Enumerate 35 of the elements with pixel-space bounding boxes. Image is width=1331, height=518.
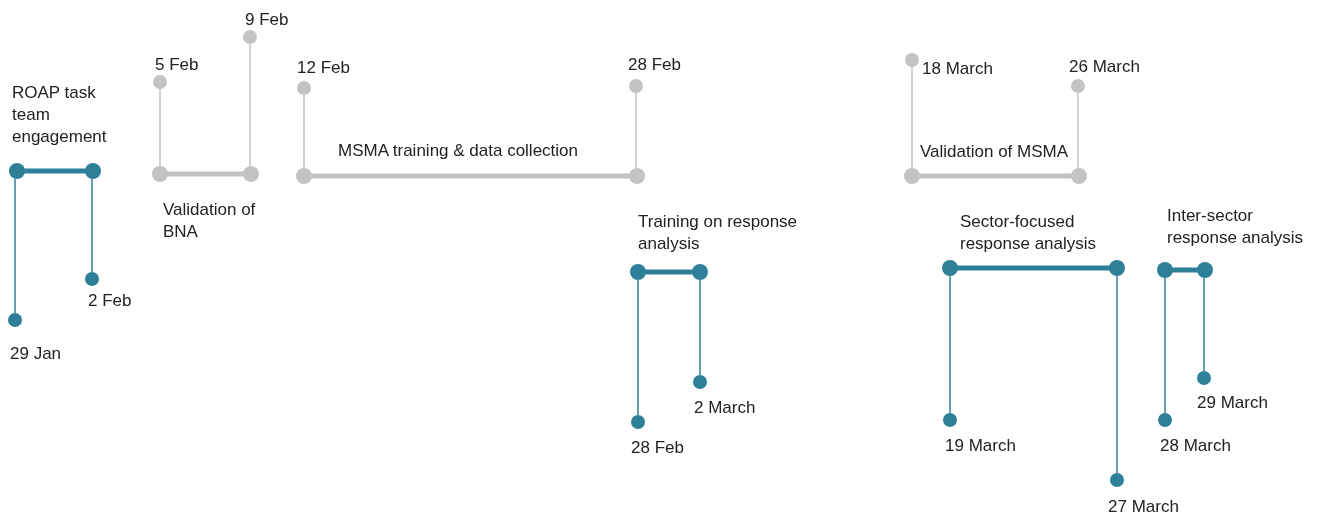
- connector-line: [949, 275, 951, 414]
- date-label: 9 Feb: [245, 9, 289, 31]
- activity-label: Validation of BNA: [163, 199, 257, 243]
- date-label: 2 Feb: [88, 290, 132, 312]
- date-label: 19 March: [945, 435, 1016, 457]
- connector-line: [699, 279, 701, 376]
- date-label: 28 Feb: [628, 54, 681, 76]
- connector-line: [249, 43, 251, 167]
- connector-line: [303, 94, 305, 169]
- date-label: 5 Feb: [155, 54, 199, 76]
- connector-line: [1164, 277, 1166, 414]
- connector-line: [1077, 92, 1079, 169]
- activity-label: Training on response analysis: [638, 211, 798, 255]
- date-label: 29 Jan: [10, 343, 62, 365]
- connector-line: [159, 88, 161, 167]
- connector-line: [14, 178, 16, 314]
- date-label: 12 Feb: [297, 57, 350, 79]
- connector-line: [1203, 277, 1205, 372]
- activity-label: MSMA training & data collection: [338, 140, 579, 162]
- date-label: 27 March: [1108, 496, 1179, 518]
- connector-line: [635, 92, 637, 169]
- date-label: 28 March: [1160, 435, 1231, 457]
- connector-line: [1116, 275, 1118, 474]
- connector-line: [91, 178, 93, 273]
- activity-label: Sector-focused response analysis: [960, 211, 1098, 255]
- date-label: 26 March: [1069, 56, 1140, 78]
- activity-label: Validation of MSMA: [920, 141, 1070, 163]
- date-label: 28 Feb: [631, 437, 684, 459]
- date-label: 29 March: [1197, 392, 1268, 414]
- date-label: 18 March: [922, 58, 993, 80]
- connector-line: [637, 279, 639, 416]
- activity-label: Inter-sector response analysis: [1167, 205, 1305, 249]
- date-label: 2 March: [694, 397, 756, 419]
- connector-line: [911, 66, 913, 169]
- activity-label: ROAP task team engagement: [12, 82, 108, 148]
